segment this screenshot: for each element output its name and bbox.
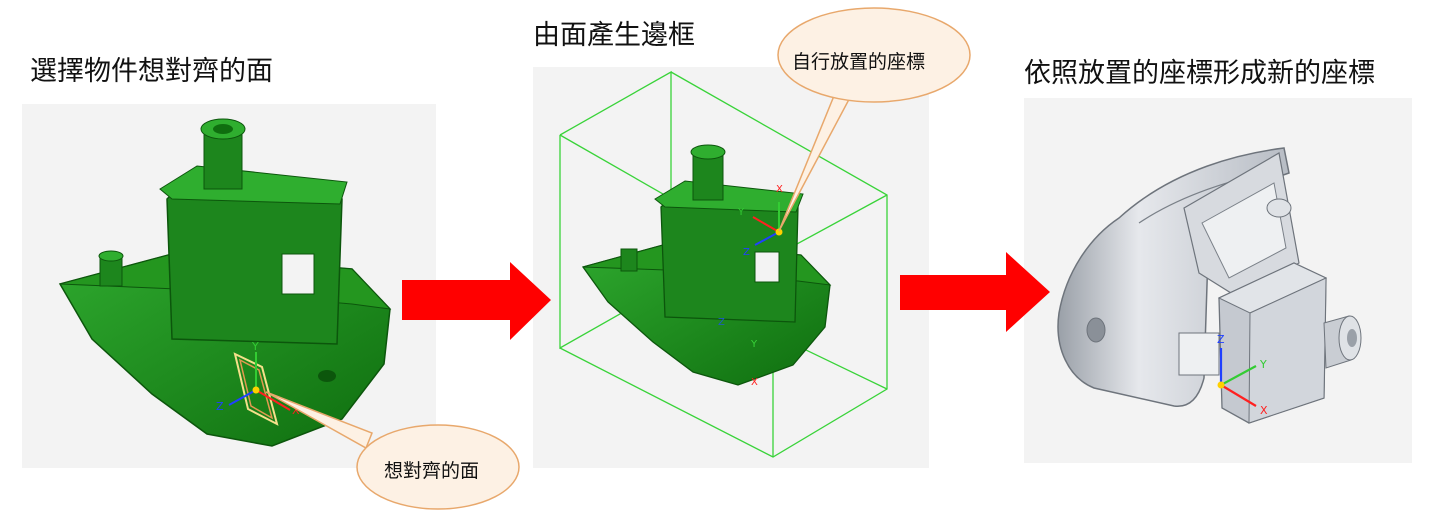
axis-label-x4: X (1260, 404, 1268, 417)
callout-coord-text: 自行放置的座標 (792, 51, 926, 73)
boat-with-bbox: Y Z X Z Y X (559, 70, 888, 458)
axis-label-x: X (292, 404, 300, 417)
axis-label-x2: X (776, 184, 783, 195)
axis-label-y3: Y (750, 339, 758, 350)
step3-title: 依照放置的座標形成新的座標 (1024, 58, 1375, 89)
panel-new-coordinate: Z Y X (1024, 98, 1412, 463)
flow-arrow-2 (900, 252, 1050, 332)
axis-label-y: Y (251, 340, 259, 353)
boat-model-gray: Z Y X (1057, 147, 1362, 424)
boat-model-green: Y X Z (58, 118, 392, 447)
panel-select-face: Y X Z (22, 104, 436, 468)
panel-bounding-box: Y Z X Z Y X (533, 67, 929, 468)
callout-face-text: 想對齊的面 (384, 460, 480, 482)
axis-label-x3: X (751, 377, 758, 388)
callout-face (265, 391, 520, 510)
axis-label-z3: Z (718, 317, 725, 328)
step2-title: 由面產生邊框 (533, 20, 695, 51)
axis-label-z2: Z (743, 247, 750, 258)
flow-arrow-1 (402, 262, 551, 340)
axis-label-y4: Y (1259, 358, 1267, 371)
step1-title: 選擇物件想對齊的面 (30, 56, 273, 87)
callout-coord (777, 7, 971, 232)
axis-label-y2: Y (737, 207, 745, 218)
axis-label-z: Z (216, 400, 224, 413)
axis-label-z4: Z (1217, 333, 1225, 346)
